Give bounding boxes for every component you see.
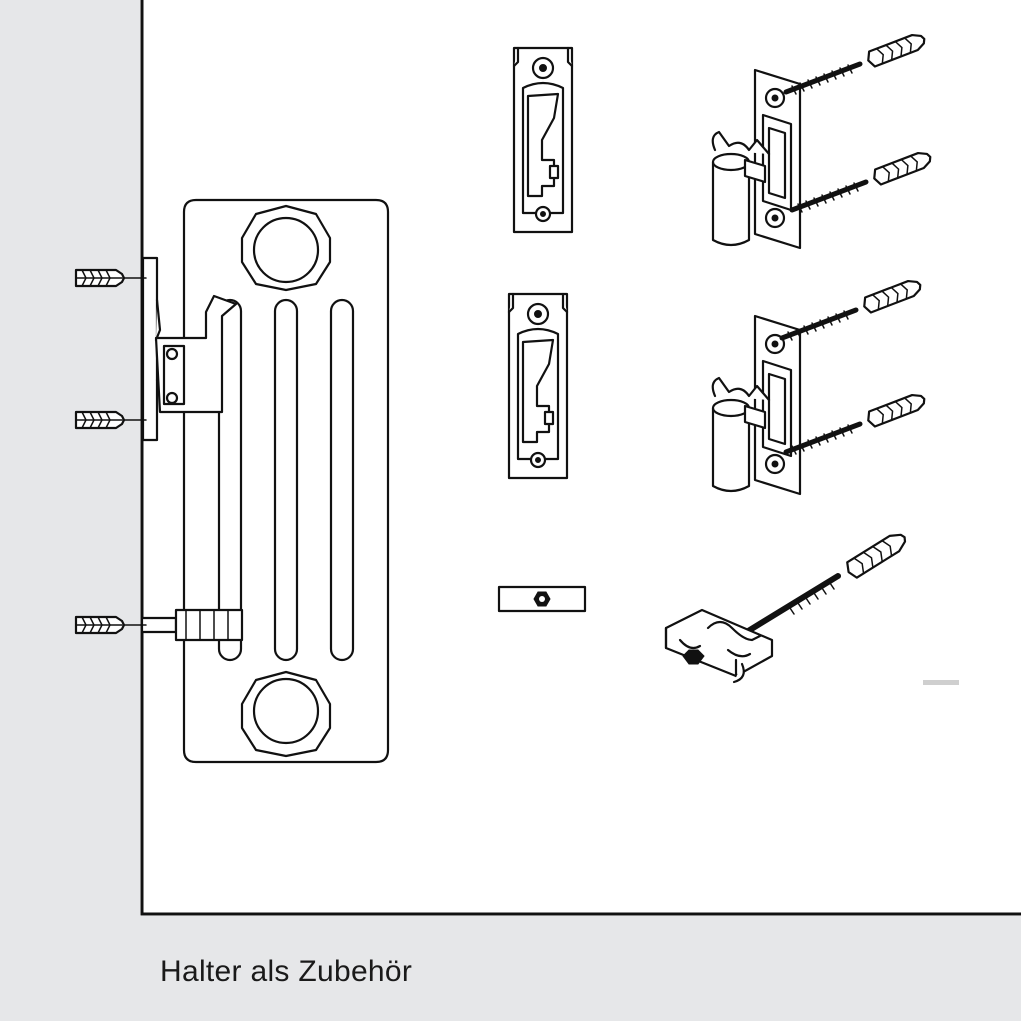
screw-dowel-4: [786, 391, 927, 454]
caption-text: Halter als Zubehör: [160, 955, 413, 988]
screw-dowel-1: [786, 31, 927, 94]
clamp-bracket: [664, 533, 907, 684]
wall: [0, 0, 140, 916]
mounted-bottom-bracket: [140, 608, 244, 642]
bracket-front-2: [507, 292, 569, 480]
bracket-perspective-2: [711, 314, 802, 496]
floor: [0, 916, 1021, 1021]
screw-dowel-3: [782, 277, 923, 340]
radiator: [182, 198, 390, 764]
bracket-strip: [497, 585, 587, 613]
screw-dowel-2: [792, 149, 933, 212]
bracket-perspective-1: [711, 68, 802, 250]
bracket-front-1: [512, 46, 574, 234]
mounted-top-bracket: [141, 256, 238, 442]
scale-mark: [923, 680, 959, 685]
